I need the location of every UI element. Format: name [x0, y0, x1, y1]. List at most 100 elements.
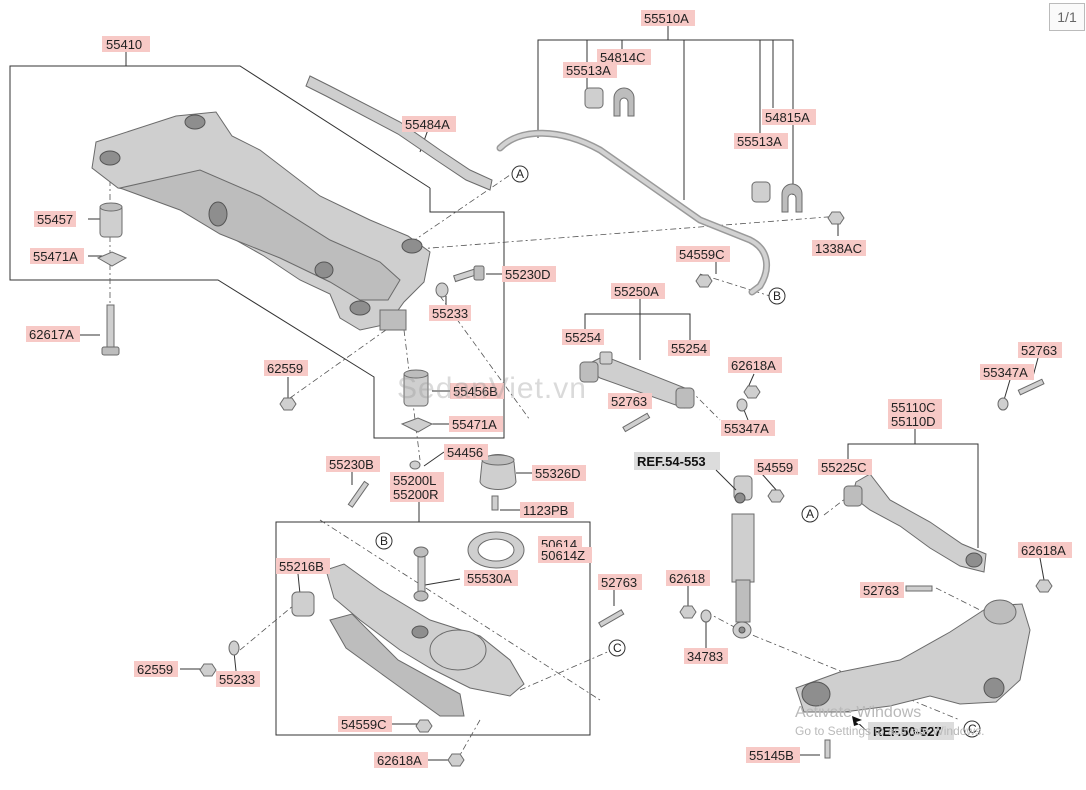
- ref-54-553[interactable]: REF.54-553: [634, 452, 720, 470]
- part-label-54456[interactable]: 54456: [444, 444, 488, 460]
- part-label-55484A[interactable]: 55484A: [402, 116, 456, 132]
- part-label-55456B[interactable]: 55456B: [450, 383, 504, 399]
- washer-55233: [435, 282, 449, 298]
- svg-text:REF.54-553: REF.54-553: [637, 454, 706, 469]
- part-label-55233[interactable]: 55233: [429, 305, 471, 321]
- washer-55233-lower: [228, 640, 240, 656]
- part-label-62618[interactable]: 62618: [666, 570, 710, 586]
- part-label-55110D[interactable]: 55110D: [888, 413, 942, 429]
- svg-text:55200R: 55200R: [393, 487, 439, 502]
- crossmember-subframe: [91, 111, 431, 331]
- part-label-55254[interactable]: 55254: [562, 329, 604, 345]
- part-label-62559-2[interactable]: 62559: [134, 661, 178, 677]
- part-label-55216B[interactable]: 55216B: [276, 558, 330, 574]
- svg-text:54559: 54559: [757, 460, 793, 475]
- bolt-52763-lower: [598, 609, 625, 628]
- link-55530A: [413, 546, 429, 602]
- part-label-55110C[interactable]: 55110C: [888, 399, 942, 415]
- part-label-54815A[interactable]: 54815A: [762, 109, 816, 125]
- part-label-62617A[interactable]: 62617A: [26, 326, 80, 342]
- part-label-55200L[interactable]: 55200L: [390, 472, 444, 488]
- nut-54559C: [695, 274, 713, 288]
- part-label-55471A-2[interactable]: 55471A: [449, 416, 503, 432]
- part-label-62618A-3[interactable]: 62618A: [374, 752, 428, 768]
- svg-text:55456B: 55456B: [453, 384, 498, 399]
- activate-windows-subtitle: Go to Settings to activate Windows.: [795, 724, 985, 738]
- part-label-55230D[interactable]: 55230D: [502, 266, 556, 282]
- svg-text:55530A: 55530A: [467, 571, 512, 586]
- svg-text:C: C: [613, 641, 622, 655]
- spring-seat-50614: [467, 531, 525, 569]
- bolt-52763-lower-right: [905, 585, 933, 592]
- svg-text:55230D: 55230D: [505, 267, 551, 282]
- page-indicator[interactable]: 1/1: [1049, 3, 1085, 31]
- part-label-1338AC[interactable]: 1338AC: [812, 240, 866, 256]
- part-label-54814C[interactable]: 54814C: [597, 49, 651, 65]
- part-label-62559[interactable]: 62559: [264, 360, 308, 376]
- svg-text:55254: 55254: [565, 330, 601, 345]
- part-label-55145B[interactable]: 55145B: [746, 747, 800, 763]
- part-label-55347A[interactable]: 55347A: [980, 364, 1034, 380]
- part-label-54559C[interactable]: 54559C: [676, 246, 730, 262]
- svg-text:34783: 34783: [687, 649, 723, 664]
- svg-text:55471A: 55471A: [33, 249, 78, 264]
- part-label-55250A[interactable]: 55250A: [611, 283, 665, 299]
- bolt-55145B: [824, 739, 831, 759]
- part-label-62618A[interactable]: 62618A: [728, 357, 782, 373]
- ref-50-527[interactable]: REF.50-527: [868, 722, 954, 740]
- svg-text:52763: 52763: [863, 583, 899, 598]
- nut-54559C-lower: [415, 719, 433, 733]
- part-label-55254-2[interactable]: 55254: [668, 340, 710, 356]
- part-label-55513A[interactable]: 55513A: [563, 62, 617, 78]
- bolt-62617A: [101, 304, 120, 356]
- svg-text:55254: 55254: [671, 341, 707, 356]
- part-label-52763-4[interactable]: 52763: [860, 582, 904, 598]
- callouts: A B A B C C: [375, 165, 981, 738]
- svg-text:55457: 55457: [37, 212, 73, 227]
- part-label-34783[interactable]: 34783: [684, 648, 728, 664]
- bolt-55230B: [347, 480, 370, 508]
- part-label-55200R[interactable]: 55200R: [390, 486, 444, 502]
- part-label-55347A-2[interactable]: 55347A: [721, 420, 775, 436]
- part-label-52763[interactable]: 52763: [1018, 342, 1062, 358]
- nut-1338AC: [827, 211, 845, 225]
- callout-C-lower: C: [608, 639, 626, 657]
- callout-C-right: C: [963, 720, 981, 738]
- svg-text:B: B: [380, 534, 388, 548]
- part-label-55513A-2[interactable]: 55513A: [734, 133, 788, 149]
- part-label-55233-2[interactable]: 55233: [216, 671, 260, 687]
- part-label-55225C[interactable]: 55225C: [818, 459, 872, 475]
- part-label-54559[interactable]: 54559: [754, 459, 798, 475]
- svg-text:55110C: 55110C: [891, 400, 936, 415]
- shock-absorber: [731, 475, 755, 639]
- part-label-1123PB[interactable]: 1123PB: [520, 502, 574, 518]
- stabilizer-bushings: [584, 87, 803, 213]
- part-label-55410[interactable]: 55410: [102, 36, 150, 52]
- svg-text:50614Z: 50614Z: [541, 548, 585, 563]
- part-label-52763-3[interactable]: 52763: [598, 574, 642, 590]
- part-label-62618A-2[interactable]: 62618A: [1018, 542, 1072, 558]
- svg-text:54559C: 54559C: [679, 247, 725, 262]
- svg-text:62618A: 62618A: [731, 358, 776, 373]
- svg-text:55513A: 55513A: [737, 134, 782, 149]
- part-label-55471A[interactable]: 55471A: [30, 248, 84, 264]
- part-label-55530A[interactable]: 55530A: [464, 570, 518, 586]
- bolt-52763-upper: [622, 412, 651, 433]
- part-label-55510A[interactable]: 55510A: [641, 10, 695, 26]
- svg-text:54559C: 54559C: [341, 717, 387, 732]
- part-label-52763-2[interactable]: 52763: [608, 393, 652, 409]
- part-label-55457[interactable]: 55457: [34, 211, 76, 227]
- svg-text:62618A: 62618A: [1021, 543, 1066, 558]
- part-label-54559C-2[interactable]: 54559C: [338, 716, 392, 732]
- carrier-knuckle: [795, 599, 1031, 713]
- nut-62559-upper: [279, 397, 297, 411]
- part-label-55230B[interactable]: 55230B: [326, 456, 380, 472]
- svg-text:62617A: 62617A: [29, 327, 74, 342]
- svg-text:C: C: [968, 722, 977, 736]
- part-label-55326D[interactable]: 55326D: [532, 465, 586, 481]
- washer-55347A: [736, 397, 1009, 412]
- part-label-50614Z[interactable]: 50614Z: [538, 547, 592, 563]
- svg-text:55484A: 55484A: [405, 117, 450, 132]
- nut-62618A-upper: [743, 385, 761, 399]
- washer-34783: [700, 609, 712, 623]
